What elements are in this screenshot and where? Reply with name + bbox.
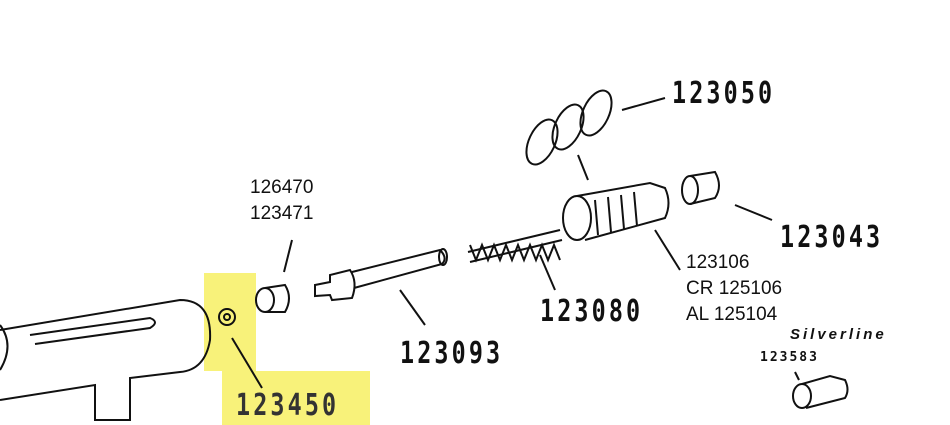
- cap-part: [681, 170, 720, 205]
- label-126470: 126470 123471: [250, 175, 313, 227]
- label-123043: 123043: [780, 220, 884, 255]
- silverline-cap-part: [792, 374, 849, 409]
- airbrush-body: [0, 298, 212, 421]
- spring-leader: [539, 254, 556, 291]
- highlight-seal-part: [204, 273, 256, 371]
- label-123106: 123106 CR 125106 AL 125104: [686, 250, 782, 328]
- needle-guide-part: [314, 248, 448, 302]
- silverline-leader: [794, 371, 800, 381]
- part-number-al: AL 125104: [686, 304, 778, 325]
- oring-leader: [621, 97, 666, 111]
- cap-leader: [734, 204, 773, 221]
- label-123450: 123450: [236, 388, 340, 423]
- label-123050: 123050: [672, 76, 776, 111]
- label-123583: 123583: [760, 350, 819, 365]
- highlight-seal-label: [222, 371, 370, 425]
- label-silverline: Silverline: [790, 326, 887, 343]
- seal-leader: [231, 337, 263, 389]
- chuck-part: [255, 283, 290, 313]
- oring-part: [525, 89, 613, 166]
- needle-guide-leader: [399, 289, 426, 326]
- spring-part: [467, 229, 563, 263]
- part-number-cr: CR 125106: [686, 278, 783, 299]
- label-123080: 123080: [540, 294, 644, 329]
- part-number: 126470: [250, 177, 314, 198]
- label-123093: 123093: [400, 336, 504, 371]
- part-number: 123106: [686, 252, 750, 273]
- seal-part: [218, 308, 236, 326]
- nozzle-part: [562, 181, 670, 241]
- chuck-leader: [283, 239, 293, 273]
- oring-leader-2: [577, 154, 589, 181]
- part-number-alt: 123471: [250, 203, 314, 224]
- nozzle-leader: [654, 229, 681, 271]
